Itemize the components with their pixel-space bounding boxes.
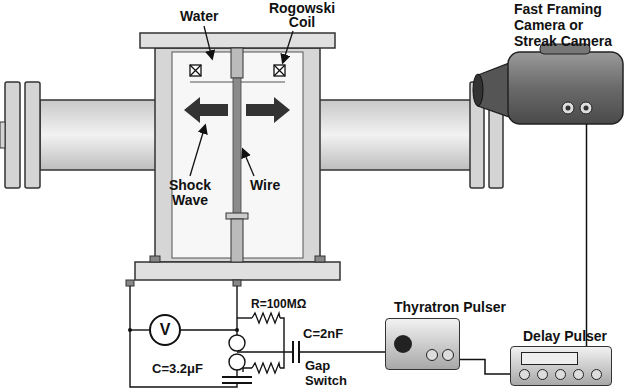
- node-label: Fast Framing Camera or Streak Camera: [514, 1, 624, 49]
- capacitor-symbol: [293, 341, 299, 363]
- camera-body: [508, 52, 623, 124]
- part-label: Gap Switch: [305, 358, 365, 388]
- camera-box: Fast Framing Camera or Streak Camera: [508, 52, 623, 124]
- jack: [426, 349, 438, 361]
- shock-arrow: [246, 97, 290, 123]
- top-plate: [140, 33, 335, 48]
- resistor-symbol: [252, 313, 280, 323]
- electrode: [226, 213, 248, 219]
- pipe: [315, 100, 475, 170]
- pulser-display: [521, 352, 578, 365]
- node-label: Delay Pulser: [523, 328, 607, 344]
- flange: [5, 82, 20, 188]
- leader-line: [204, 26, 212, 58]
- wire-symbol: [233, 78, 241, 215]
- gap-switch-sphere: [229, 335, 245, 351]
- bottom-plate: [135, 262, 340, 280]
- pulser-knob: [394, 335, 412, 353]
- part-label: Water: [180, 9, 240, 24]
- capacitor-symbol: [222, 377, 252, 383]
- jack: [537, 369, 548, 380]
- gap-switch-sphere: [229, 354, 245, 370]
- part-label: Wire: [250, 178, 300, 193]
- jack: [519, 369, 530, 380]
- chamber-wall: [155, 48, 320, 262]
- part-label: R=100MΩ: [251, 298, 331, 311]
- circuit-wire: [130, 286, 385, 387]
- flange: [25, 82, 40, 188]
- leader-line: [190, 126, 205, 176]
- part-label: Rogowski Coil: [262, 1, 342, 29]
- part-label: Shock Wave: [160, 178, 220, 208]
- electrode: [231, 219, 243, 262]
- resistor-symbol: [252, 363, 280, 373]
- node-label: Thyratron Pulser: [394, 299, 506, 315]
- jack: [555, 369, 566, 380]
- leader-line: [243, 150, 254, 176]
- jack: [442, 349, 454, 361]
- part-label: C=3.2μF: [152, 361, 232, 376]
- jack: [591, 369, 602, 380]
- signal-cable: [586, 124, 588, 346]
- pulser-box: Thyratron Pulser: [385, 318, 460, 370]
- node-label: V: [160, 321, 171, 339]
- voltmeter-circle: V: [149, 314, 181, 346]
- signal-cable: [460, 360, 510, 374]
- pulser-box: Delay Pulser: [510, 346, 612, 386]
- leader-line: [283, 31, 293, 62]
- electrode: [231, 48, 243, 78]
- jack: [573, 369, 584, 380]
- shock-arrow: [184, 97, 228, 123]
- part-label: C=2nF: [303, 326, 363, 341]
- pipe: [40, 100, 160, 170]
